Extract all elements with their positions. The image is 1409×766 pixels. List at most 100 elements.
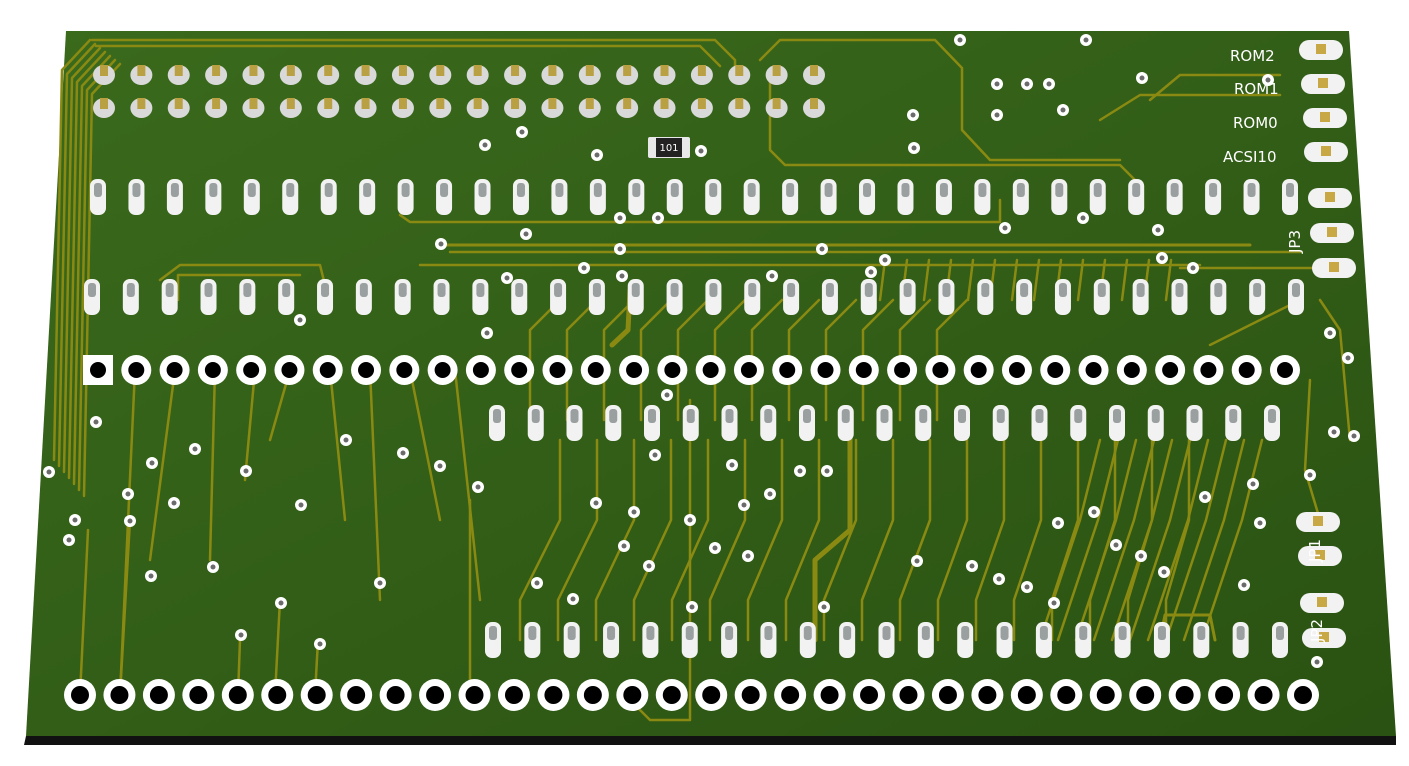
- through-hole-drill: [319, 362, 336, 378]
- via-hole: [767, 491, 773, 497]
- trace: [1032, 258, 1041, 302]
- via-hole: [797, 468, 803, 474]
- board-edge: [24, 736, 1396, 745]
- trace: [639, 298, 673, 422]
- jumper-pin: [1320, 112, 1330, 122]
- smd-pad-row-c-lead: [803, 409, 811, 423]
- through-hole-drill: [855, 362, 872, 378]
- through-hole-drill: [358, 362, 375, 378]
- header-pin: [585, 98, 594, 109]
- trace: [67, 50, 107, 480]
- header-pin: [697, 65, 706, 76]
- vias: [43, 34, 1360, 668]
- smd-pad-row-a-lead: [401, 183, 410, 197]
- via-hole: [297, 317, 303, 323]
- smd-pad-row-a-lead: [978, 183, 987, 197]
- trace: [628, 398, 692, 722]
- via-hole: [652, 452, 658, 458]
- trace: [708, 438, 747, 642]
- via-hole: [484, 330, 490, 336]
- via-hole: [482, 142, 488, 148]
- trace: [1074, 438, 1138, 642]
- smd-pad-row-c-lead: [686, 409, 695, 423]
- trace: [328, 368, 347, 522]
- trace: [787, 298, 821, 422]
- trace: [1010, 258, 1019, 302]
- through-hole-drill: [110, 686, 129, 704]
- through-hole-drill: [549, 362, 566, 378]
- smd-pad-row-b-lead: [204, 283, 213, 297]
- smd-pad-row-c-lead: [919, 409, 928, 423]
- smd-pad-row-b-lead: [243, 283, 252, 297]
- trace: [746, 438, 784, 642]
- through-hole-drill: [1215, 686, 1234, 704]
- smd-pad-row-c-lead: [609, 409, 618, 423]
- through-hole-drill: [662, 686, 681, 704]
- via-hole: [148, 573, 154, 579]
- through-hole-drill: [386, 686, 405, 704]
- trace: [1110, 438, 1174, 642]
- header-pin: [697, 98, 706, 109]
- trace: [1076, 258, 1085, 302]
- trace: [750, 298, 784, 422]
- smd-pad-row-c-lead: [1229, 409, 1238, 423]
- smd-pad-row-a-lead: [1132, 183, 1141, 197]
- copper-traces: [52, 38, 1352, 722]
- via-hole: [689, 604, 695, 610]
- through-hole-drill: [71, 686, 89, 704]
- smd-pad-row-d-lead: [567, 626, 576, 640]
- via-hole: [619, 273, 625, 279]
- header-pin: [810, 98, 818, 109]
- smd-pad-row-b-lead: [88, 283, 96, 297]
- jumper-pads: [1296, 40, 1356, 648]
- trace: [52, 38, 92, 462]
- via-hole: [821, 604, 827, 610]
- via-hole: [593, 500, 599, 506]
- smd-pad-row-b-lead: [165, 283, 174, 297]
- via-hole: [617, 246, 623, 252]
- smd-pad-row-a-lead: [824, 183, 833, 197]
- through-hole-drill: [938, 686, 957, 704]
- jumper-pin: [1317, 597, 1327, 607]
- via-hole: [824, 468, 830, 474]
- smd-pad-row-a-lead: [209, 183, 218, 197]
- header-pin: [286, 65, 295, 76]
- smd-pad-row-b-lead: [1253, 283, 1262, 297]
- trace: [78, 528, 90, 697]
- jumper-pin: [1329, 262, 1339, 272]
- smd-pad-row-d-lead: [921, 626, 930, 640]
- smd-pad-row-d-lead: [1000, 626, 1009, 640]
- via-hole: [1265, 77, 1271, 83]
- trace: [878, 258, 887, 302]
- smd-pad-row-b-lead: [476, 283, 485, 297]
- via-hole: [655, 215, 661, 221]
- through-hole-drill: [347, 686, 366, 704]
- smd-pad-row-a-lead: [939, 183, 948, 197]
- smd-pad-row-b-lead: [554, 283, 563, 297]
- smd-pad-row-b-lead: [631, 283, 640, 297]
- smd-pad-row-d-lead: [1039, 626, 1048, 640]
- trace: [57, 42, 97, 468]
- through-hole-drill: [702, 686, 721, 704]
- via-hole: [969, 563, 975, 569]
- header-pin: [436, 98, 445, 109]
- trace: [594, 438, 636, 642]
- via-hole: [957, 37, 963, 43]
- smd-pad-row-b-lead: [126, 283, 135, 297]
- header-pin: [772, 65, 781, 76]
- via-hole: [171, 500, 177, 506]
- through-hole-drill: [396, 362, 413, 378]
- trace: [453, 368, 482, 602]
- smd-pad-row-d-lead: [961, 626, 970, 640]
- header-pin: [660, 98, 669, 109]
- via-hole: [1351, 433, 1357, 439]
- via-hole: [1138, 553, 1144, 559]
- through-hole-drill: [587, 362, 604, 378]
- via-hole: [1161, 569, 1167, 575]
- through-hole-drill: [1057, 686, 1076, 704]
- smd-pad-row-a-lead: [1286, 183, 1294, 197]
- smd-pad-row-b-lead: [864, 283, 873, 297]
- trace: [408, 368, 442, 522]
- through-hole-drill: [817, 362, 834, 378]
- via-hole: [687, 517, 693, 523]
